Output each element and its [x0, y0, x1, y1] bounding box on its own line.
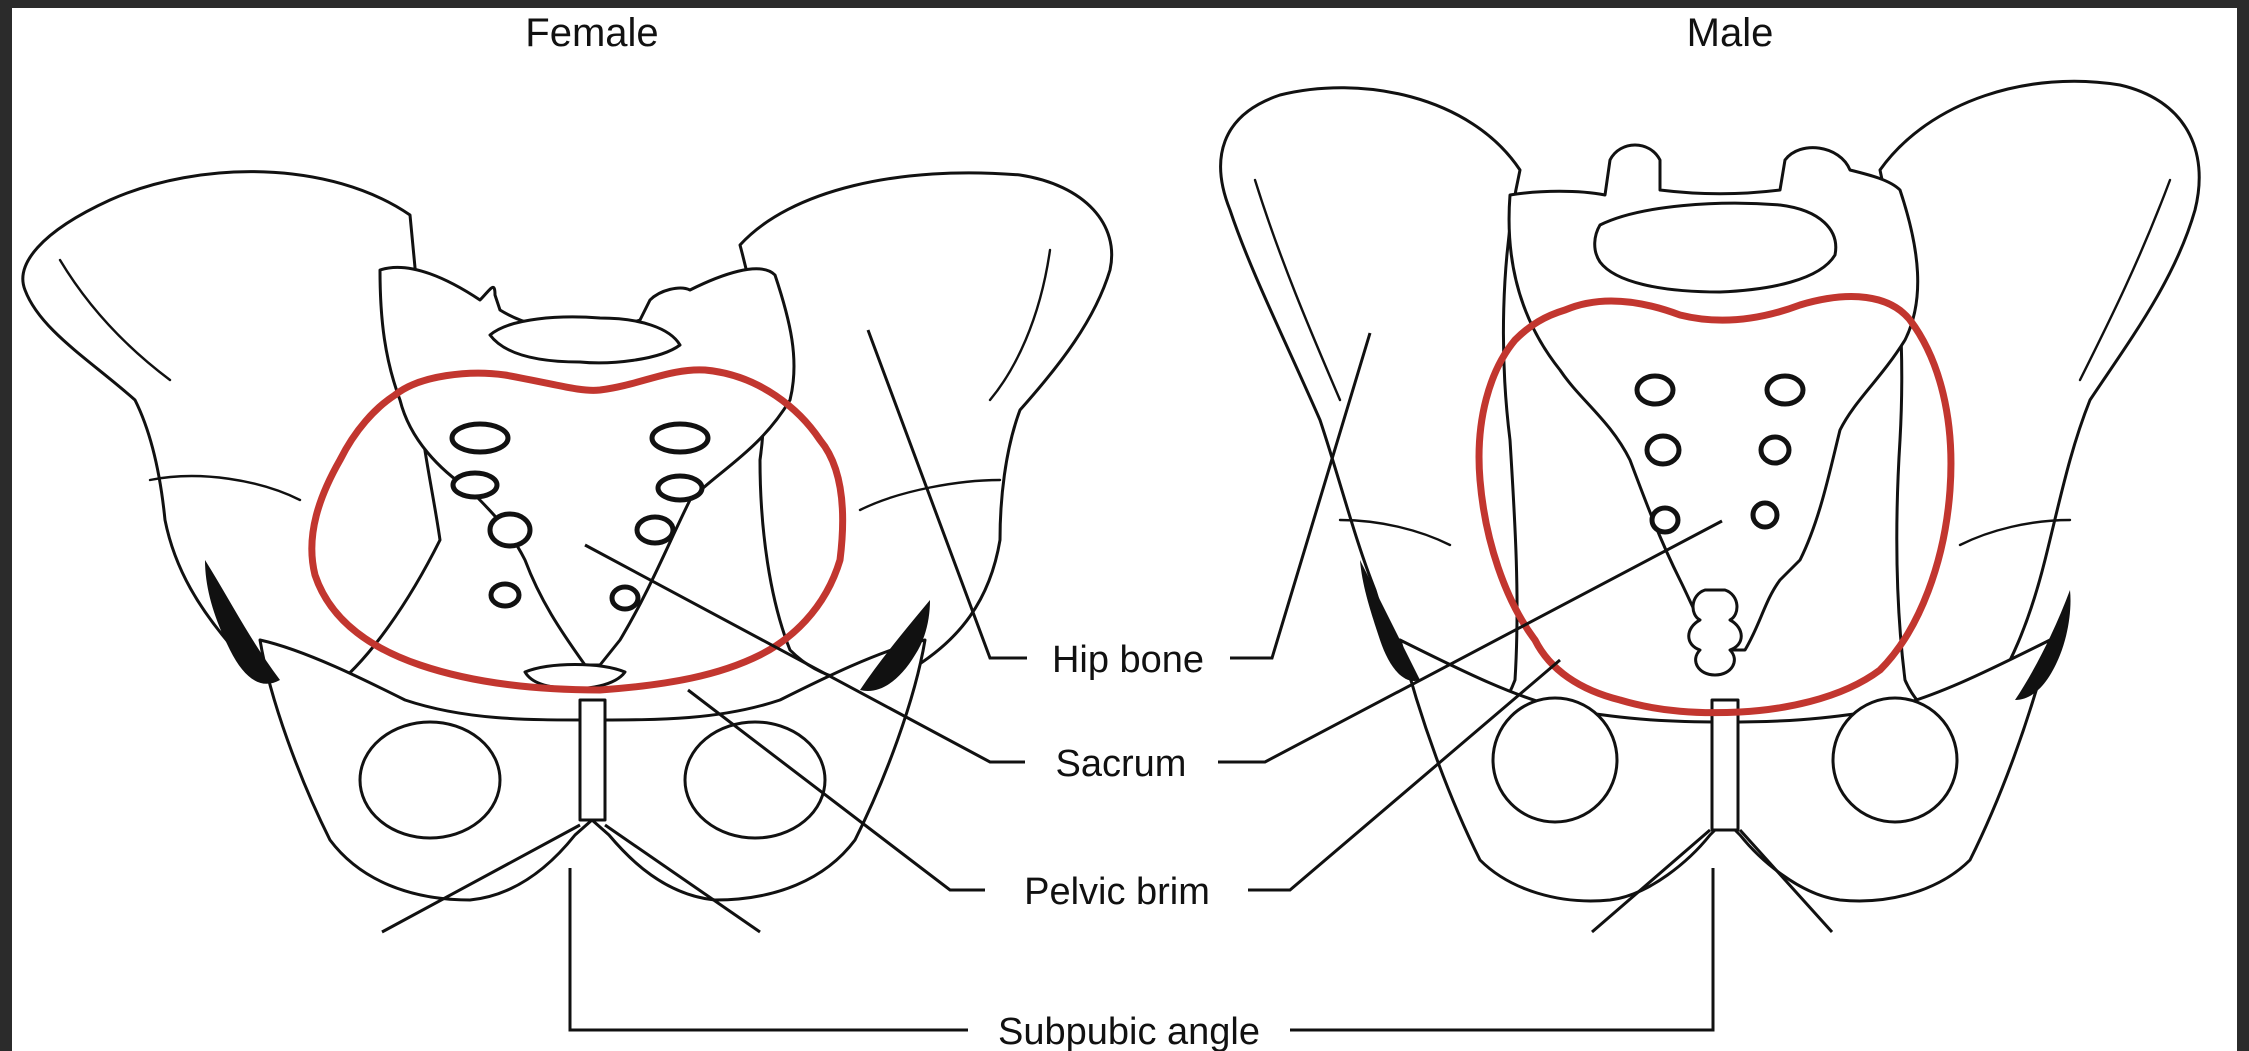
female-sacral-foramen [612, 587, 638, 609]
male-sacral-foramen [1753, 503, 1777, 527]
subpubic-angle-label: Subpubic angle [998, 1011, 1260, 1051]
female-left-obturator-foramen [360, 722, 500, 838]
male-left-obturator-foramen [1493, 698, 1617, 822]
male-coccyx [1689, 590, 1742, 675]
female-sacral-foramen [490, 514, 530, 546]
sacrum-label: Sacrum [1056, 743, 1187, 785]
male-sacral-foramen [1652, 508, 1678, 532]
hip-bone-label: Hip bone [1052, 639, 1204, 681]
male-sacral-foramen [1647, 436, 1679, 464]
female-pelvis: Female [23, 11, 1112, 932]
female-title: Female [525, 11, 658, 55]
female-sacral-foramen [491, 584, 519, 606]
female-sacral-foramen [452, 424, 508, 452]
male-pelvis: Male [1221, 11, 2200, 932]
female-sacral-foramen [637, 517, 673, 543]
pelvic-brim-label: Pelvic brim [1024, 871, 1210, 913]
female-sacral-foramen [652, 424, 708, 452]
male-left-ilium [1221, 88, 1520, 728]
male-pubic-symphysis [1712, 700, 1738, 830]
diagram-frame: Female [12, 8, 2237, 1051]
subpubic-angle-leader-male [1290, 868, 1713, 1030]
male-title: Male [1687, 11, 1774, 55]
male-sacral-foramen [1767, 376, 1803, 404]
male-right-obturator-foramen [1833, 698, 1957, 822]
female-right-ilium [740, 173, 1112, 681]
pelvis-comparison-diagram: Female [12, 8, 2237, 1051]
female-sacral-foramen [453, 473, 497, 497]
male-sacral-foramen [1637, 376, 1673, 404]
male-right-ilium [1880, 81, 2199, 719]
labels: Hip bone Sacrum Pelvic brim Subpubic ang… [998, 639, 1260, 1051]
female-sacral-foramen [658, 476, 702, 500]
male-sacral-foramen [1761, 437, 1789, 463]
male-sacral-base [1595, 203, 1836, 292]
female-pubic-symphysis [580, 700, 605, 820]
